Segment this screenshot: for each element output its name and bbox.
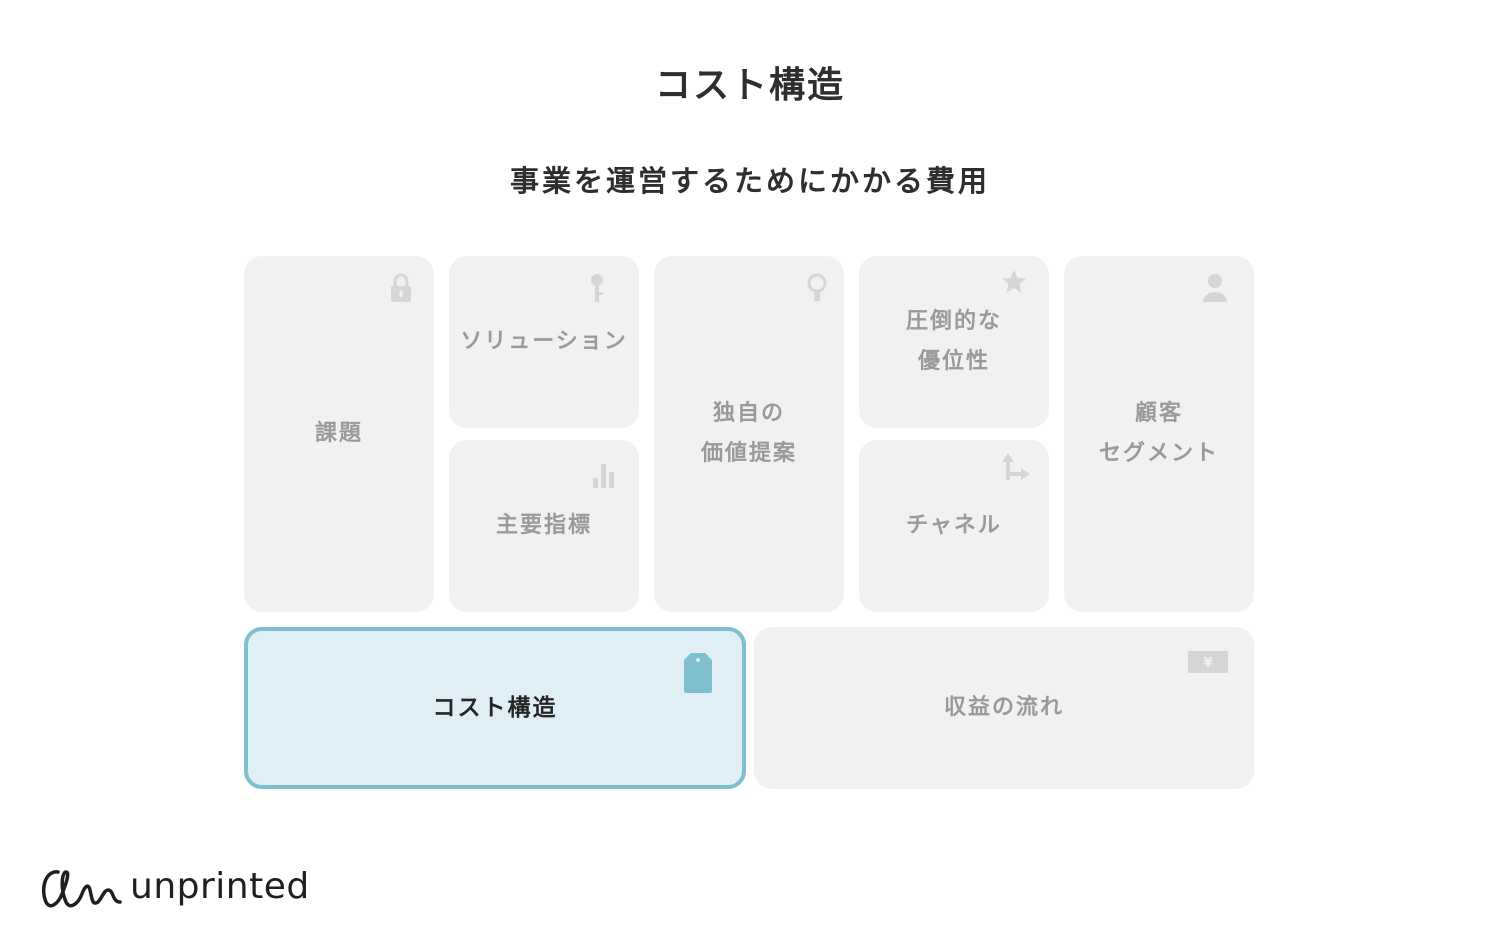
unprinted-logo: unprinted	[36, 858, 310, 914]
block-customer-segments-label: 顧客 セグメント	[1098, 401, 1219, 466]
route-arrow-icon	[1002, 453, 1030, 480]
yen-bill-icon: ¥	[1188, 651, 1228, 673]
block-channels-label: チャネル	[906, 513, 1002, 538]
block-uvp[interactable]: 独自の 価値提案	[654, 256, 844, 612]
block-channels[interactable]: チャネル	[859, 440, 1049, 612]
block-uvp-label: 独自の 価値提案	[700, 401, 797, 466]
block-solution-label: ソリューション	[460, 329, 628, 354]
block-problem[interactable]: 課題	[244, 256, 434, 612]
block-unfair-advantage-label: 圧倒的な 優位性	[905, 309, 1002, 374]
block-unfair-advantage[interactable]: 圧倒的な 優位性	[859, 256, 1049, 428]
key-icon	[591, 274, 603, 302]
svg-text:¥: ¥	[1203, 656, 1212, 671]
block-cost-structure[interactable]: コスト構造	[244, 627, 746, 789]
lock-icon	[391, 273, 411, 302]
bar-chart-icon	[593, 464, 614, 488]
person-icon	[1203, 274, 1227, 302]
lightbulb-icon	[807, 273, 827, 301]
page-subtitle: 事業を運営するためにかかる費用	[509, 164, 990, 198]
block-key-metrics[interactable]: 主要指標	[449, 440, 639, 612]
page-title: コスト構造	[654, 65, 845, 106]
block-problem-label: 課題	[314, 421, 363, 446]
logo-text: unprinted	[130, 865, 310, 907]
block-key-metrics-label: 主要指標	[495, 513, 592, 538]
star-icon	[1002, 270, 1026, 293]
block-solution[interactable]: ソリューション	[449, 256, 639, 428]
block-cost-structure-label: コスト構造	[432, 695, 558, 721]
block-customer-segments[interactable]: 顧客 セグメント	[1064, 256, 1254, 612]
block-revenue-streams[interactable]: ¥ 収益の流れ	[754, 627, 1254, 789]
price-tag-icon	[684, 653, 712, 693]
unprinted-logo-mark	[41, 870, 122, 908]
block-revenue-streams-label: 収益の流れ	[943, 695, 1064, 720]
